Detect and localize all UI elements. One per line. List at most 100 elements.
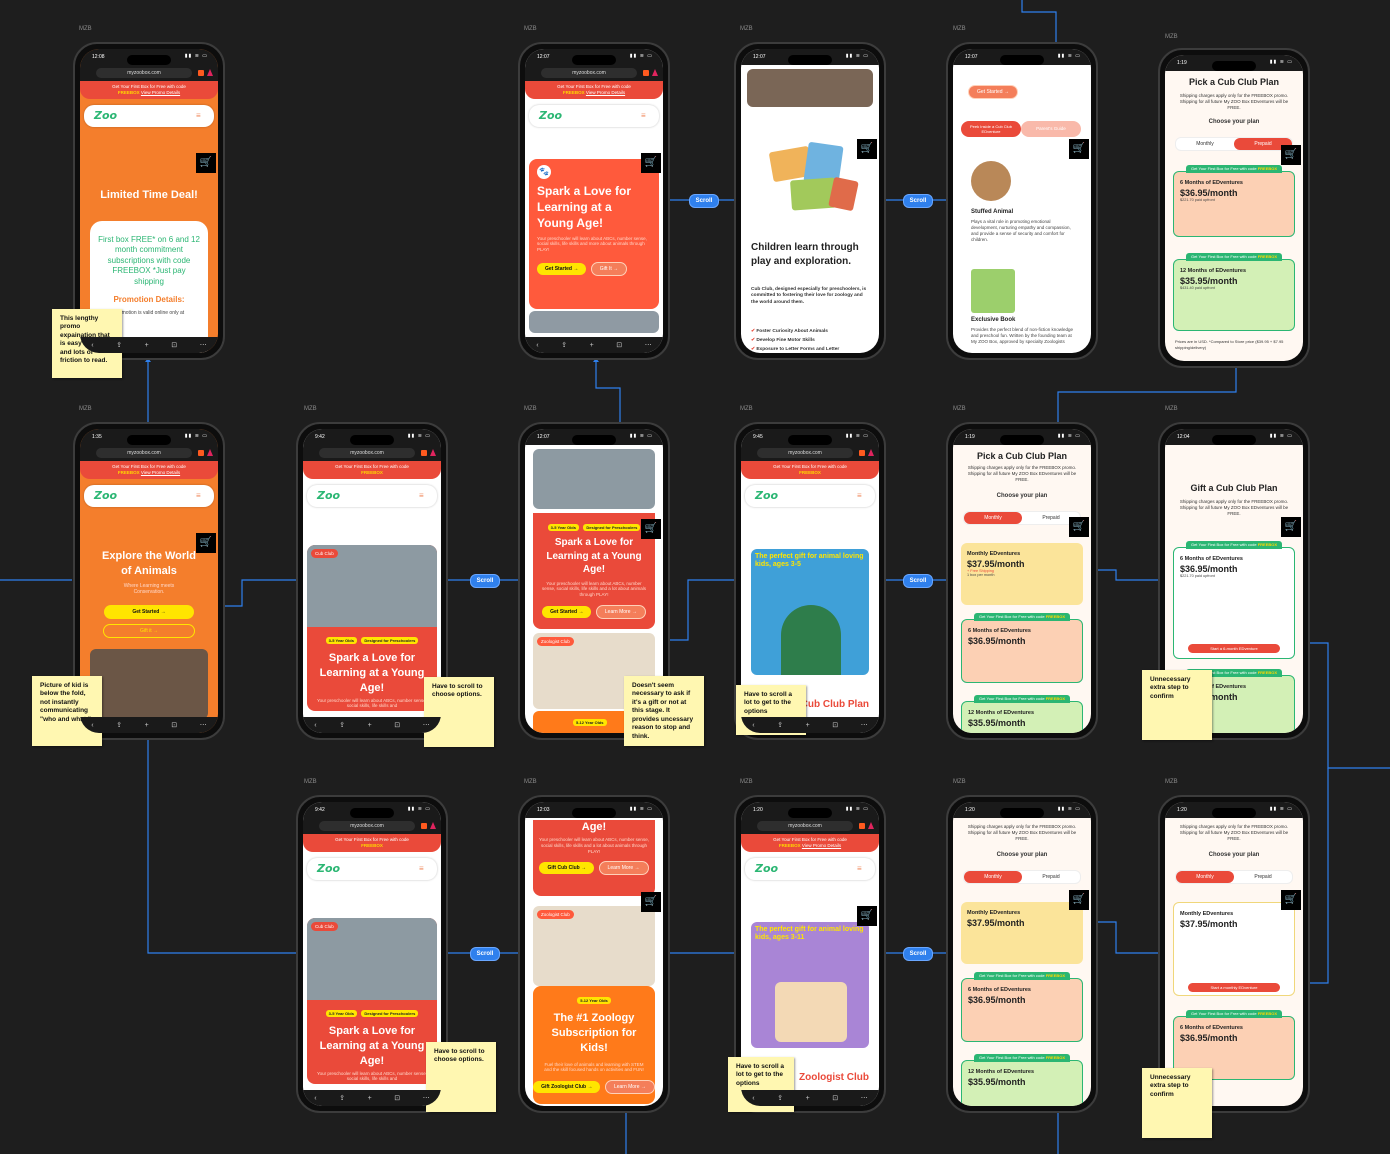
cart-icon[interactable]: 🛒 [641,519,661,539]
get-started-button[interactable]: Get Started → [537,263,587,276]
cart-icon[interactable]: 🛒 [641,153,661,173]
frame-label: MZB [79,26,92,32]
cart-icon[interactable]: 🛒 [196,533,216,553]
url-bar[interactable]: myzoobox.com [96,68,192,78]
gift-zoologist-button[interactable]: Gift Zoologist Club → [533,1081,601,1094]
gift-cub-club-button[interactable]: Gift Cub Club → [539,862,595,875]
phone-r1c3: 12:07▮▮ ≋ ▭ 🛒 Children learn through pla… [734,42,886,360]
toggle-prepaid[interactable]: Prepaid [1042,874,1060,880]
logo[interactable]: Zoo [317,489,341,502]
logo-bar: Zoo ≡ [307,858,437,880]
plan-card-12mo[interactable]: Get Your First Box for Free with code FR… [961,1054,1083,1106]
hamburger-icon[interactable]: ≡ [196,111,201,120]
tab-parents-guide[interactable]: Parent's Guide [1021,121,1081,137]
get-started-button[interactable]: Get Started → [542,606,592,619]
phone-r2c2: 9:42▮▮ ≋ ▭ myzoobox.com Get Your First B… [296,422,448,740]
cart-icon[interactable]: 🛒 [857,906,877,926]
plan-toggle[interactable]: Monthly Prepaid [963,870,1081,884]
cart-icon[interactable]: 🛒 [1281,517,1301,537]
toggle-prepaid[interactable]: Prepaid [1042,515,1060,521]
stuffed-animal-photo [971,161,1011,201]
hamburger-icon[interactable]: ≡ [419,864,424,873]
cart-icon[interactable]: 🛒 [1281,890,1301,910]
start-6-month-button[interactable]: Start a 6-month EDventure [1188,644,1280,653]
cart-icon[interactable]: 🛒 [1069,890,1089,910]
logo-bar: Zoo ≡ [529,105,659,127]
url-bar[interactable]: myzoobox.com [319,448,415,458]
plan-card-12mo[interactable]: Get Your First Box for Free with code FR… [961,695,1083,733]
cart-icon[interactable]: 🛒 [1069,517,1089,537]
learn-more-button[interactable]: Learn More → [598,861,649,876]
cart-icon[interactable]: 🛒 [857,139,877,159]
plan-card-6mo[interactable]: Get Your First Box for Free with code FR… [961,613,1083,683]
book-photo [971,269,1015,313]
hamburger-icon[interactable]: ≡ [641,111,646,120]
hamburger-icon[interactable]: ≡ [419,491,424,500]
get-started-button[interactable]: Get Started → [104,604,194,619]
logo[interactable]: Zoo [539,109,563,122]
toggle-prepaid[interactable]: Prepaid [1254,874,1272,880]
url-bar[interactable]: myzoobox.com [541,68,637,78]
paw-icon: 🐾 [537,165,551,179]
logo[interactable]: Zoo [94,109,118,122]
plan-toggle[interactable]: Monthly Prepaid [1175,870,1293,884]
hamburger-icon[interactable]: ≡ [857,864,862,873]
toggle-prepaid[interactable]: Prepaid [1234,138,1292,150]
plan-toggle[interactable]: Monthly Prepaid [963,511,1081,525]
deal-headline: Limited Time Deal! [100,189,198,201]
toggle-monthly[interactable]: Monthly [964,512,1022,524]
plan-card-monthly[interactable]: Monthly EDventures $37.95/month [961,902,1083,964]
hamburger-icon[interactable]: ≡ [857,491,862,500]
phone-r2c3: 12:07▮▮ ≋ ▭ 🛒 3-5 Year Olds Designed for… [518,422,670,740]
scroll-label: Scroll [470,574,500,588]
learn-more-button[interactable]: Learn More → [595,605,646,620]
hero-headline: Spark a Love for Learning at a Young Age… [319,652,425,694]
plan-card-6mo[interactable]: Get Your First Box for Free with code FR… [1173,165,1295,237]
phone-r3c6: 1:20▮▮ ≋ ▭ Shipping charges apply only f… [1158,795,1310,1113]
gift-it-button[interactable]: Gift it → [103,623,195,638]
scroll-label: Scroll [689,194,719,208]
frame-label: MZB [304,779,317,785]
gift-it-button[interactable]: Gift It → [590,262,628,277]
learn-more-button[interactable]: Learn More → [604,1080,655,1095]
phone-r3c4: 1:20▮▮ ≋ ▭ myzoobox.com Get Your First B… [734,795,886,1113]
browser-bottom-bar: ‹⇪+⊡⋯ [303,717,441,733]
bullet-item: ✔ Exposure to Letter Forms and Letter [751,347,840,353]
cart-icon[interactable]: 🛒 [1281,145,1301,165]
url-bar[interactable]: myzoobox.com [757,821,853,831]
toggle-monthly[interactable]: Monthly [1176,871,1234,883]
tab-peek-inside[interactable]: Peek Inside a Cub Club EDventure [961,121,1021,137]
start-monthly-button[interactable]: Start a monthly EDventure [1188,983,1280,992]
url-bar[interactable]: myzoobox.com [96,448,192,458]
plan-card-monthly-expanded[interactable]: Monthly EDventures $37.95/month Start a … [1173,902,1295,996]
plan-card-monthly[interactable]: Monthly EDventures $37.95/month + Free S… [961,543,1083,605]
plan-card-12mo[interactable]: Get Your First Box for Free with code FR… [1173,253,1295,331]
hamburger-icon[interactable]: ≡ [196,491,201,500]
cart-icon[interactable]: 🛒 [196,153,216,173]
cart-icon[interactable]: 🛒 [1069,139,1089,159]
url-bar[interactable]: myzoobox.com [319,821,415,831]
logo[interactable]: Zoo [94,489,118,502]
cub-club-badge: Cub Club [311,922,338,931]
browser-bottom-bar: ‹⇪+⊡⋯ [80,717,218,733]
plan-card-6mo-expanded[interactable]: Get Your First Box for Free with code FR… [1173,541,1295,659]
logo[interactable]: Zoo [755,489,779,502]
url-bar[interactable]: myzoobox.com [757,448,853,458]
get-started-button[interactable]: Get Started → [968,85,1018,99]
toggle-monthly[interactable]: Monthly [964,871,1022,883]
plan-card-6mo[interactable]: Get Your First Box for Free with code FR… [961,972,1083,1042]
logo[interactable]: Zoo [317,862,341,875]
logo[interactable]: Zoo [755,862,779,875]
browser-bottom-bar: ‹⇪+⊡⋯ [303,1090,441,1106]
cart-icon[interactable]: 🛒 [641,892,661,912]
toggle-monthly[interactable]: Monthly [1196,141,1214,147]
plan-toggle[interactable]: Monthly Prepaid [1175,137,1293,151]
scroll-label: Scroll [903,574,933,588]
